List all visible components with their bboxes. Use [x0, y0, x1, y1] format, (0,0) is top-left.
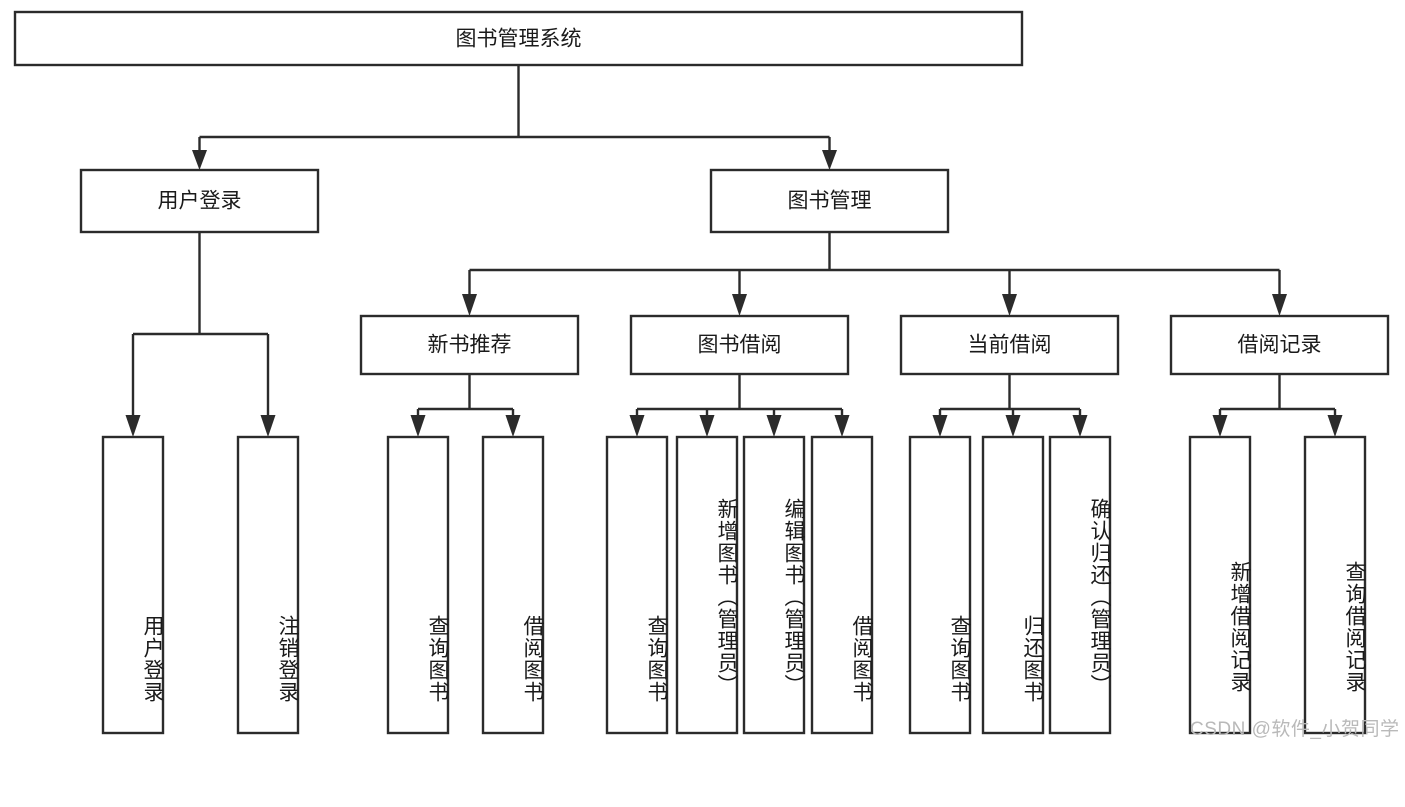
- arrow-head-book-mgmt: [822, 150, 837, 170]
- node-label-book-mgmt: 图书管理: [788, 190, 872, 213]
- node-box-leaf-add-record[interactable]: [1188, 435, 1252, 735]
- arrow-head-leaf-confirm-return: [1072, 415, 1088, 437]
- arrow-head-leaf-add-record: [1212, 415, 1228, 437]
- node-box-leaf-borrow-book-2[interactable]: [810, 435, 874, 735]
- node-label-book-borrow: 图书借阅: [698, 334, 782, 357]
- arrow-head-leaf-borrow-book-2: [834, 415, 850, 437]
- node-box-current-borrow[interactable]: [899, 314, 1120, 376]
- arrow-head-leaf-query-record: [1327, 415, 1343, 437]
- node-box-book-borrow[interactable]: [629, 314, 850, 376]
- node-box-leaf-confirm-return[interactable]: [1048, 435, 1112, 735]
- arrow-head-leaf-edit-book: [766, 415, 782, 437]
- arrow-head-leaf-query-book-1: [410, 415, 426, 437]
- arrow-head-current-borrow: [1002, 294, 1017, 316]
- node-label-root: 图书管理系统: [456, 28, 582, 51]
- node-label-user-login: 用户登录: [158, 190, 242, 213]
- arrow-head-new-book: [462, 294, 477, 316]
- node-box-user-login[interactable]: [79, 168, 320, 234]
- flowchart-svg: 图书管理系统 用户登录 图书管理 新书推荐 图书借阅 当前借阅 借阅记录: [13, 10, 1390, 735]
- node-box-leaf-query-record[interactable]: [1303, 435, 1367, 735]
- node-label-new-book-recommend: 新书推荐: [428, 334, 512, 357]
- node-box-leaf-user-login[interactable]: [101, 435, 165, 735]
- node-box-new-book-recommend[interactable]: [359, 314, 580, 376]
- node-box-leaf-query-book-3[interactable]: [908, 435, 972, 735]
- arrow-head-leaf-logout: [260, 415, 276, 437]
- arrow-head-leaf-return-book: [1005, 415, 1021, 437]
- node-box-leaf-return-book[interactable]: [981, 435, 1045, 735]
- node-layer: 图书管理系统 用户登录 图书管理 新书推荐 图书借阅 当前借阅 借阅记录: [13, 10, 1390, 735]
- node-label-current-borrow: 当前借阅: [968, 334, 1052, 357]
- node-box-book-mgmt[interactable]: [709, 168, 950, 234]
- node-box-borrow-record[interactable]: [1169, 314, 1390, 376]
- node-label-borrow-record: 借阅记录: [1238, 334, 1322, 357]
- node-box-leaf-borrow-book-1[interactable]: [481, 435, 545, 735]
- arrow-head-leaf-borrow-book-1: [505, 415, 521, 437]
- arrow-head-borrow-record: [1272, 294, 1287, 316]
- diagram-canvas: 图书管理系统 用户登录 图书管理 新书推荐 图书借阅 当前借阅 借阅记录: [13, 10, 1400, 740]
- arrow-head-leaf-query-book-2: [629, 415, 645, 437]
- node-box-root[interactable]: [13, 10, 1024, 67]
- arrow-head-leaf-add-book: [699, 415, 715, 437]
- arrow-head-user-login: [192, 150, 207, 170]
- csdn-watermark: CSDN @软件_小贺同学: [1190, 719, 1400, 740]
- arrow-head-leaf-query-book-3: [932, 415, 948, 437]
- connector-layer: [125, 65, 1343, 437]
- node-box-leaf-add-book[interactable]: [675, 435, 739, 735]
- node-box-leaf-query-book-2[interactable]: [605, 435, 669, 735]
- arrow-head-book-borrow: [732, 294, 747, 316]
- node-box-leaf-edit-book[interactable]: [742, 435, 806, 735]
- node-box-leaf-query-book-1[interactable]: [386, 435, 450, 735]
- node-box-leaf-logout[interactable]: [236, 435, 300, 735]
- arrow-head-leaf-user-login: [125, 415, 141, 437]
